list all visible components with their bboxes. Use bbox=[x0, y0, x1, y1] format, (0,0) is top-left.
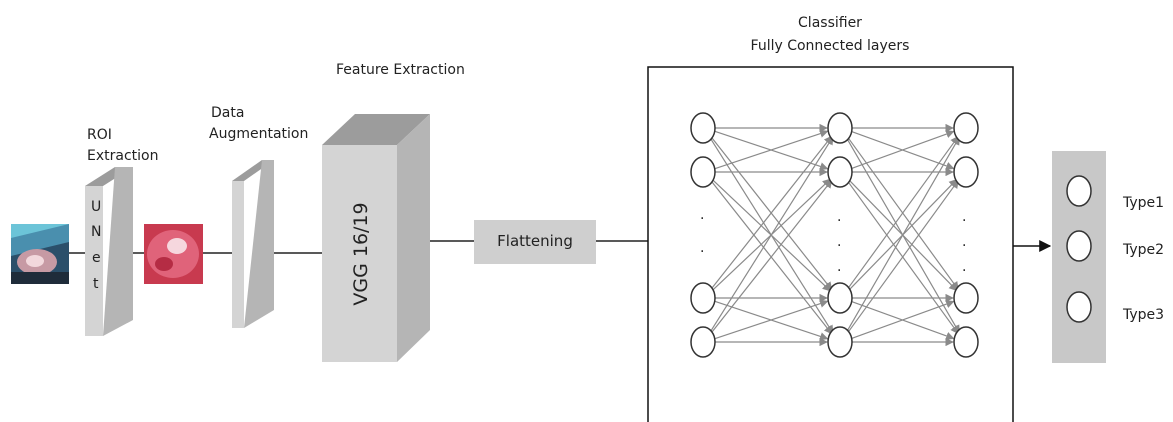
neuron-layer3-1 bbox=[953, 112, 979, 144]
unet-letter-e: e bbox=[92, 250, 101, 266]
output-label-type2: Type2 bbox=[1123, 242, 1165, 258]
edge-l2-n4-to-n2 bbox=[846, 179, 959, 334]
layer3-dot-2: . bbox=[962, 234, 967, 250]
edge-l1-n3-to-n1 bbox=[710, 135, 833, 291]
roi-extraction-label-line2: Extraction bbox=[87, 148, 159, 164]
edge-l2-n4-to-n3 bbox=[851, 300, 955, 340]
flattening-label: Flattening bbox=[497, 232, 573, 250]
layer3-dot-1: . bbox=[962, 209, 967, 225]
unet-letter-n: N bbox=[91, 224, 102, 240]
layer1-dot-2: . bbox=[700, 240, 705, 256]
data-augmentation-label-line1: Data bbox=[211, 105, 245, 121]
neuron-layer2-2 bbox=[827, 156, 853, 188]
classifier-frame bbox=[647, 66, 1014, 422]
layer3-dot-3: . bbox=[962, 259, 967, 275]
neuron-layer1-3 bbox=[690, 282, 716, 314]
edge-l1-n4-to-n2 bbox=[710, 179, 833, 335]
output-label-type1: Type1 bbox=[1123, 195, 1165, 211]
edge-l1-n4-to-n1 bbox=[708, 136, 834, 334]
data-augmentation-label-line2: Augmentation bbox=[209, 126, 309, 142]
output-node-type1 bbox=[1066, 175, 1092, 207]
neuron-layer3-2 bbox=[953, 156, 979, 188]
neuron-layer1-2 bbox=[690, 156, 716, 188]
neuron-layer2-1 bbox=[827, 112, 853, 144]
edge-l2-n2-to-n1 bbox=[851, 130, 955, 170]
augmentation-block bbox=[232, 160, 274, 328]
input-image bbox=[11, 224, 69, 284]
network-nodes bbox=[690, 112, 979, 358]
layer2-dot-3: . bbox=[837, 259, 842, 275]
edge-l1-n4-to-n3 bbox=[714, 299, 829, 340]
output-label-type3: Type3 bbox=[1123, 307, 1165, 323]
feature-extraction-label: Feature Extraction bbox=[336, 62, 465, 78]
unet-block bbox=[85, 167, 133, 336]
neuron-layer2-3 bbox=[827, 282, 853, 314]
classifier-title: Classifier bbox=[798, 15, 862, 31]
vgg-block bbox=[322, 114, 430, 362]
edge-l2-n3-to-n1 bbox=[846, 135, 959, 290]
layer2-dot-2: . bbox=[837, 234, 842, 250]
layer1-dot-1: . bbox=[700, 207, 705, 223]
classifier-subtitle: Fully Connected layers bbox=[750, 38, 910, 54]
roi-image bbox=[144, 224, 203, 284]
network-edges bbox=[708, 123, 960, 347]
neuron-layer3-3 bbox=[953, 282, 979, 314]
roi-extraction-label-line1: ROI bbox=[87, 127, 112, 143]
layer2-dot-1: . bbox=[837, 209, 842, 225]
unet-letter-t: t bbox=[93, 276, 99, 292]
neuron-layer3-4 bbox=[953, 326, 979, 358]
neuron-layer1-4 bbox=[690, 326, 716, 358]
neuron-layer2-4 bbox=[827, 326, 853, 358]
unet-letter-u: U bbox=[91, 199, 102, 215]
edge-l2-n4-to-n1 bbox=[845, 136, 960, 334]
neuron-layer1-1 bbox=[690, 112, 716, 144]
output-node-type3 bbox=[1066, 291, 1092, 323]
edge-l1-n2-to-n1 bbox=[714, 129, 829, 170]
vgg-label: VGG 16/19 bbox=[350, 202, 372, 306]
flattening-box bbox=[474, 220, 596, 264]
output-node-type2 bbox=[1066, 230, 1092, 262]
